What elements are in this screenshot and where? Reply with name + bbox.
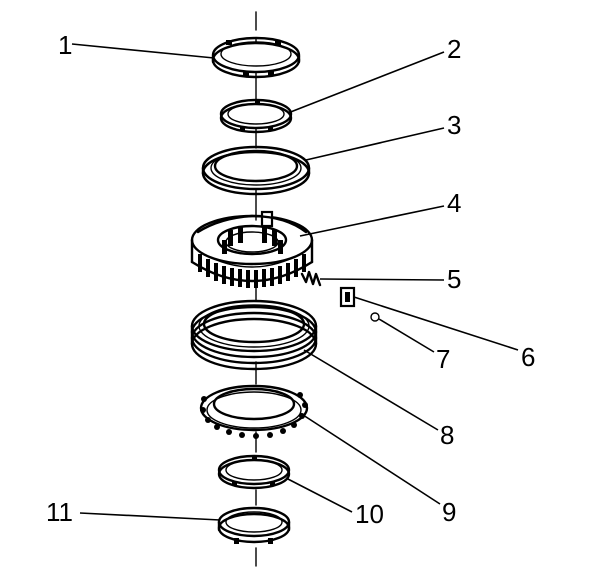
callout-6: 6	[521, 342, 535, 372]
callout-8: 8	[440, 420, 454, 450]
callout-10: 10	[355, 499, 384, 529]
part-1-ring	[211, 36, 301, 79]
part-10-ring	[217, 454, 291, 490]
callout-1: 1	[58, 30, 72, 60]
part-9-toothed-ring	[199, 384, 309, 439]
part-2-ring	[219, 98, 293, 134]
callout-7: 7	[436, 344, 450, 374]
part-8-sleeve	[190, 299, 318, 371]
callout-5: 5	[447, 264, 461, 294]
part-7-ball	[370, 312, 380, 322]
callout-9: 9	[442, 497, 456, 527]
callout-3: 3	[447, 110, 461, 140]
part-4-hub	[190, 210, 314, 288]
callout-labels: 1 2 3 4 5 6 7 8 9 10 11	[46, 30, 535, 529]
part-3-ring	[201, 145, 311, 196]
leader-lines	[71, 43, 519, 521]
part-6-strut	[339, 286, 356, 308]
callout-11: 11	[46, 497, 73, 527]
callout-4: 4	[447, 188, 461, 218]
part-5-spring	[300, 270, 322, 287]
callout-2: 2	[447, 34, 461, 64]
part-11-ring	[217, 506, 291, 544]
